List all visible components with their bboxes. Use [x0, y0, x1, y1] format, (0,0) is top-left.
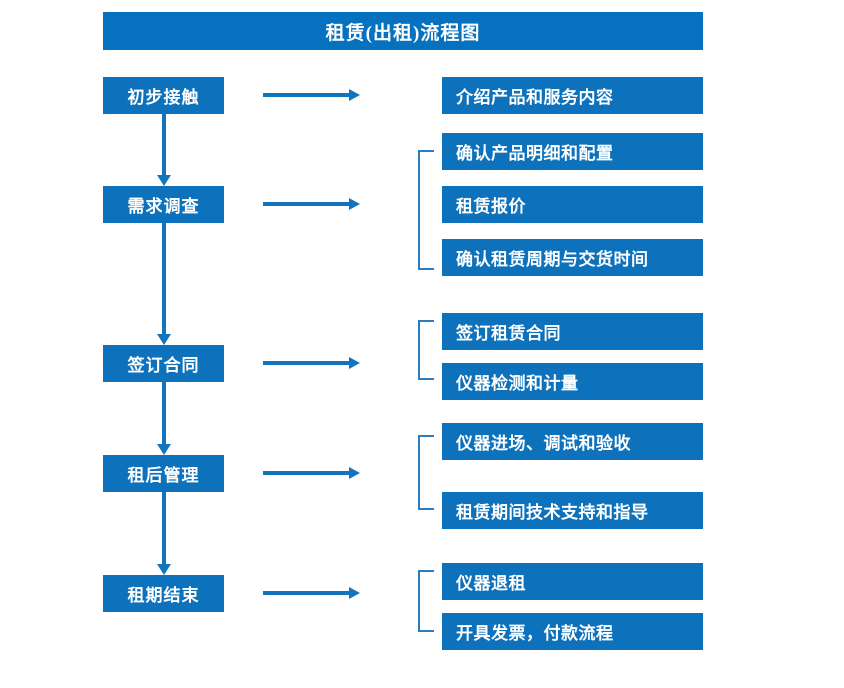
- stage-box-3[interactable]: 签订合同: [103, 345, 224, 382]
- flow-arrow-right-4: [263, 466, 360, 480]
- stage-box-4[interactable]: 租后管理: [103, 455, 224, 492]
- bracket-group-4: [418, 435, 434, 510]
- detail-box-2-2[interactable]: 租赁报价: [442, 186, 703, 223]
- detail-box-2-3[interactable]: 确认租赁周期与交货时间: [442, 239, 703, 276]
- detail-box-5-1[interactable]: 仪器退租: [442, 563, 703, 600]
- stage-box-2[interactable]: 需求调查: [103, 186, 224, 223]
- stage-box-5[interactable]: 租期结束: [103, 575, 224, 612]
- detail-box-2-1[interactable]: 确认产品明细和配置: [442, 133, 703, 170]
- flow-arrow-down-1: [157, 114, 171, 186]
- flow-arrow-down-4: [157, 492, 171, 575]
- bracket-group-3: [418, 320, 434, 380]
- flow-arrow-right-3: [263, 356, 360, 370]
- diagram-title: 租赁(出租)流程图: [103, 12, 703, 50]
- bracket-group-5: [418, 570, 434, 632]
- detail-box-4-2[interactable]: 租赁期间技术支持和指导: [442, 492, 703, 529]
- flow-arrow-down-3: [157, 382, 171, 455]
- flow-arrow-right-2: [263, 197, 360, 211]
- detail-box-5-2[interactable]: 开具发票，付款流程: [442, 613, 703, 650]
- detail-box-1-1[interactable]: 介绍产品和服务内容: [442, 77, 703, 114]
- flow-arrow-right-1: [263, 88, 360, 102]
- detail-box-3-2[interactable]: 仪器检测和计量: [442, 363, 703, 400]
- flow-arrow-right-5: [263, 586, 360, 600]
- bracket-group-2: [418, 150, 434, 270]
- flow-arrow-down-2: [157, 223, 171, 345]
- detail-box-4-1[interactable]: 仪器进场、调试和验收: [442, 423, 703, 460]
- stage-box-1[interactable]: 初步接触: [103, 77, 224, 114]
- detail-box-3-1[interactable]: 签订租赁合同: [442, 313, 703, 350]
